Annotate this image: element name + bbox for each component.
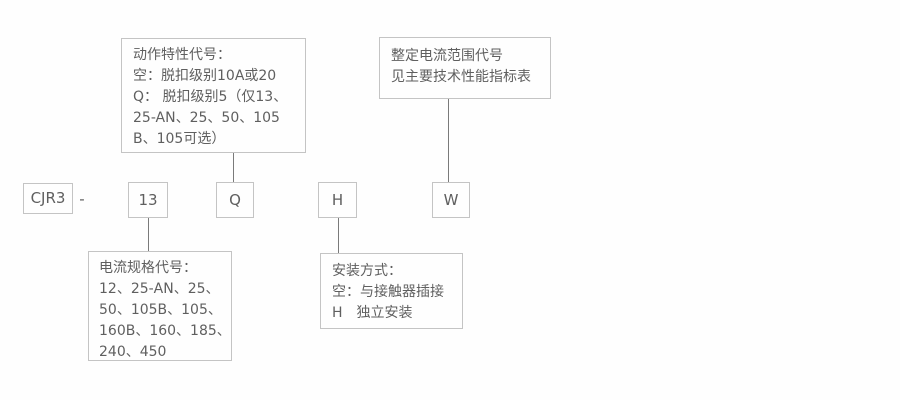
code-box-install: H bbox=[318, 182, 357, 218]
connector-13-to-current-spec bbox=[148, 218, 149, 251]
callout-line: Q： 脱扣级别5（仅13、 bbox=[133, 89, 288, 105]
callout-action-characteristic: 动作特性代号： 空：脱扣级别10A或20 Q： 脱扣级别5（仅13、 25-AN… bbox=[121, 38, 306, 153]
callout-line: B、105可选） bbox=[133, 131, 226, 147]
code-box-range: W bbox=[432, 182, 470, 218]
code-series-label: CJR3 bbox=[30, 189, 66, 207]
callout-line: 见主要技术性能指标表 bbox=[391, 69, 531, 85]
callout-line: 空：与接触器插接 bbox=[332, 284, 444, 300]
code-separator: - bbox=[79, 189, 85, 208]
connector-range-to-w bbox=[448, 99, 449, 182]
callout-line: 整定电流范围代号 bbox=[391, 48, 503, 64]
connector-h-to-install bbox=[338, 218, 339, 253]
callout-line: 50、105B、105、 bbox=[99, 302, 222, 318]
callout-installation-method: 安装方式： 空：与接触器插接 H 独立安装 bbox=[320, 253, 463, 329]
callout-line: H 独立安装 bbox=[332, 305, 413, 321]
code-box-current-spec: 13 bbox=[128, 182, 168, 218]
code-action-label: Q bbox=[229, 190, 241, 209]
code-box-action: Q bbox=[216, 182, 254, 218]
code-range-label: W bbox=[443, 190, 459, 209]
callout-line: 安装方式： bbox=[332, 263, 402, 279]
callout-line: 动作特性代号： bbox=[133, 47, 231, 63]
code-current-spec-label: 13 bbox=[138, 190, 158, 209]
code-box-series: CJR3 bbox=[23, 183, 73, 214]
callout-line: 160B、160、185、 bbox=[99, 323, 231, 339]
callout-line: 空：脱扣级别10A或20 bbox=[133, 68, 277, 84]
callout-line: 电流规格代号： bbox=[99, 260, 197, 276]
callout-current-spec: 电流规格代号： 12、25-AN、25、 50、105B、105、 160B、1… bbox=[88, 251, 232, 361]
code-install-label: H bbox=[331, 190, 344, 209]
connector-action-to-q bbox=[233, 153, 234, 182]
callout-line: 240、450 bbox=[99, 344, 167, 360]
callout-line: 12、25-AN、25、 bbox=[99, 281, 220, 297]
callout-setting-current-range: 整定电流范围代号 见主要技术性能指标表 bbox=[379, 37, 551, 99]
callout-line: 25-AN、25、50、105 bbox=[133, 110, 280, 126]
